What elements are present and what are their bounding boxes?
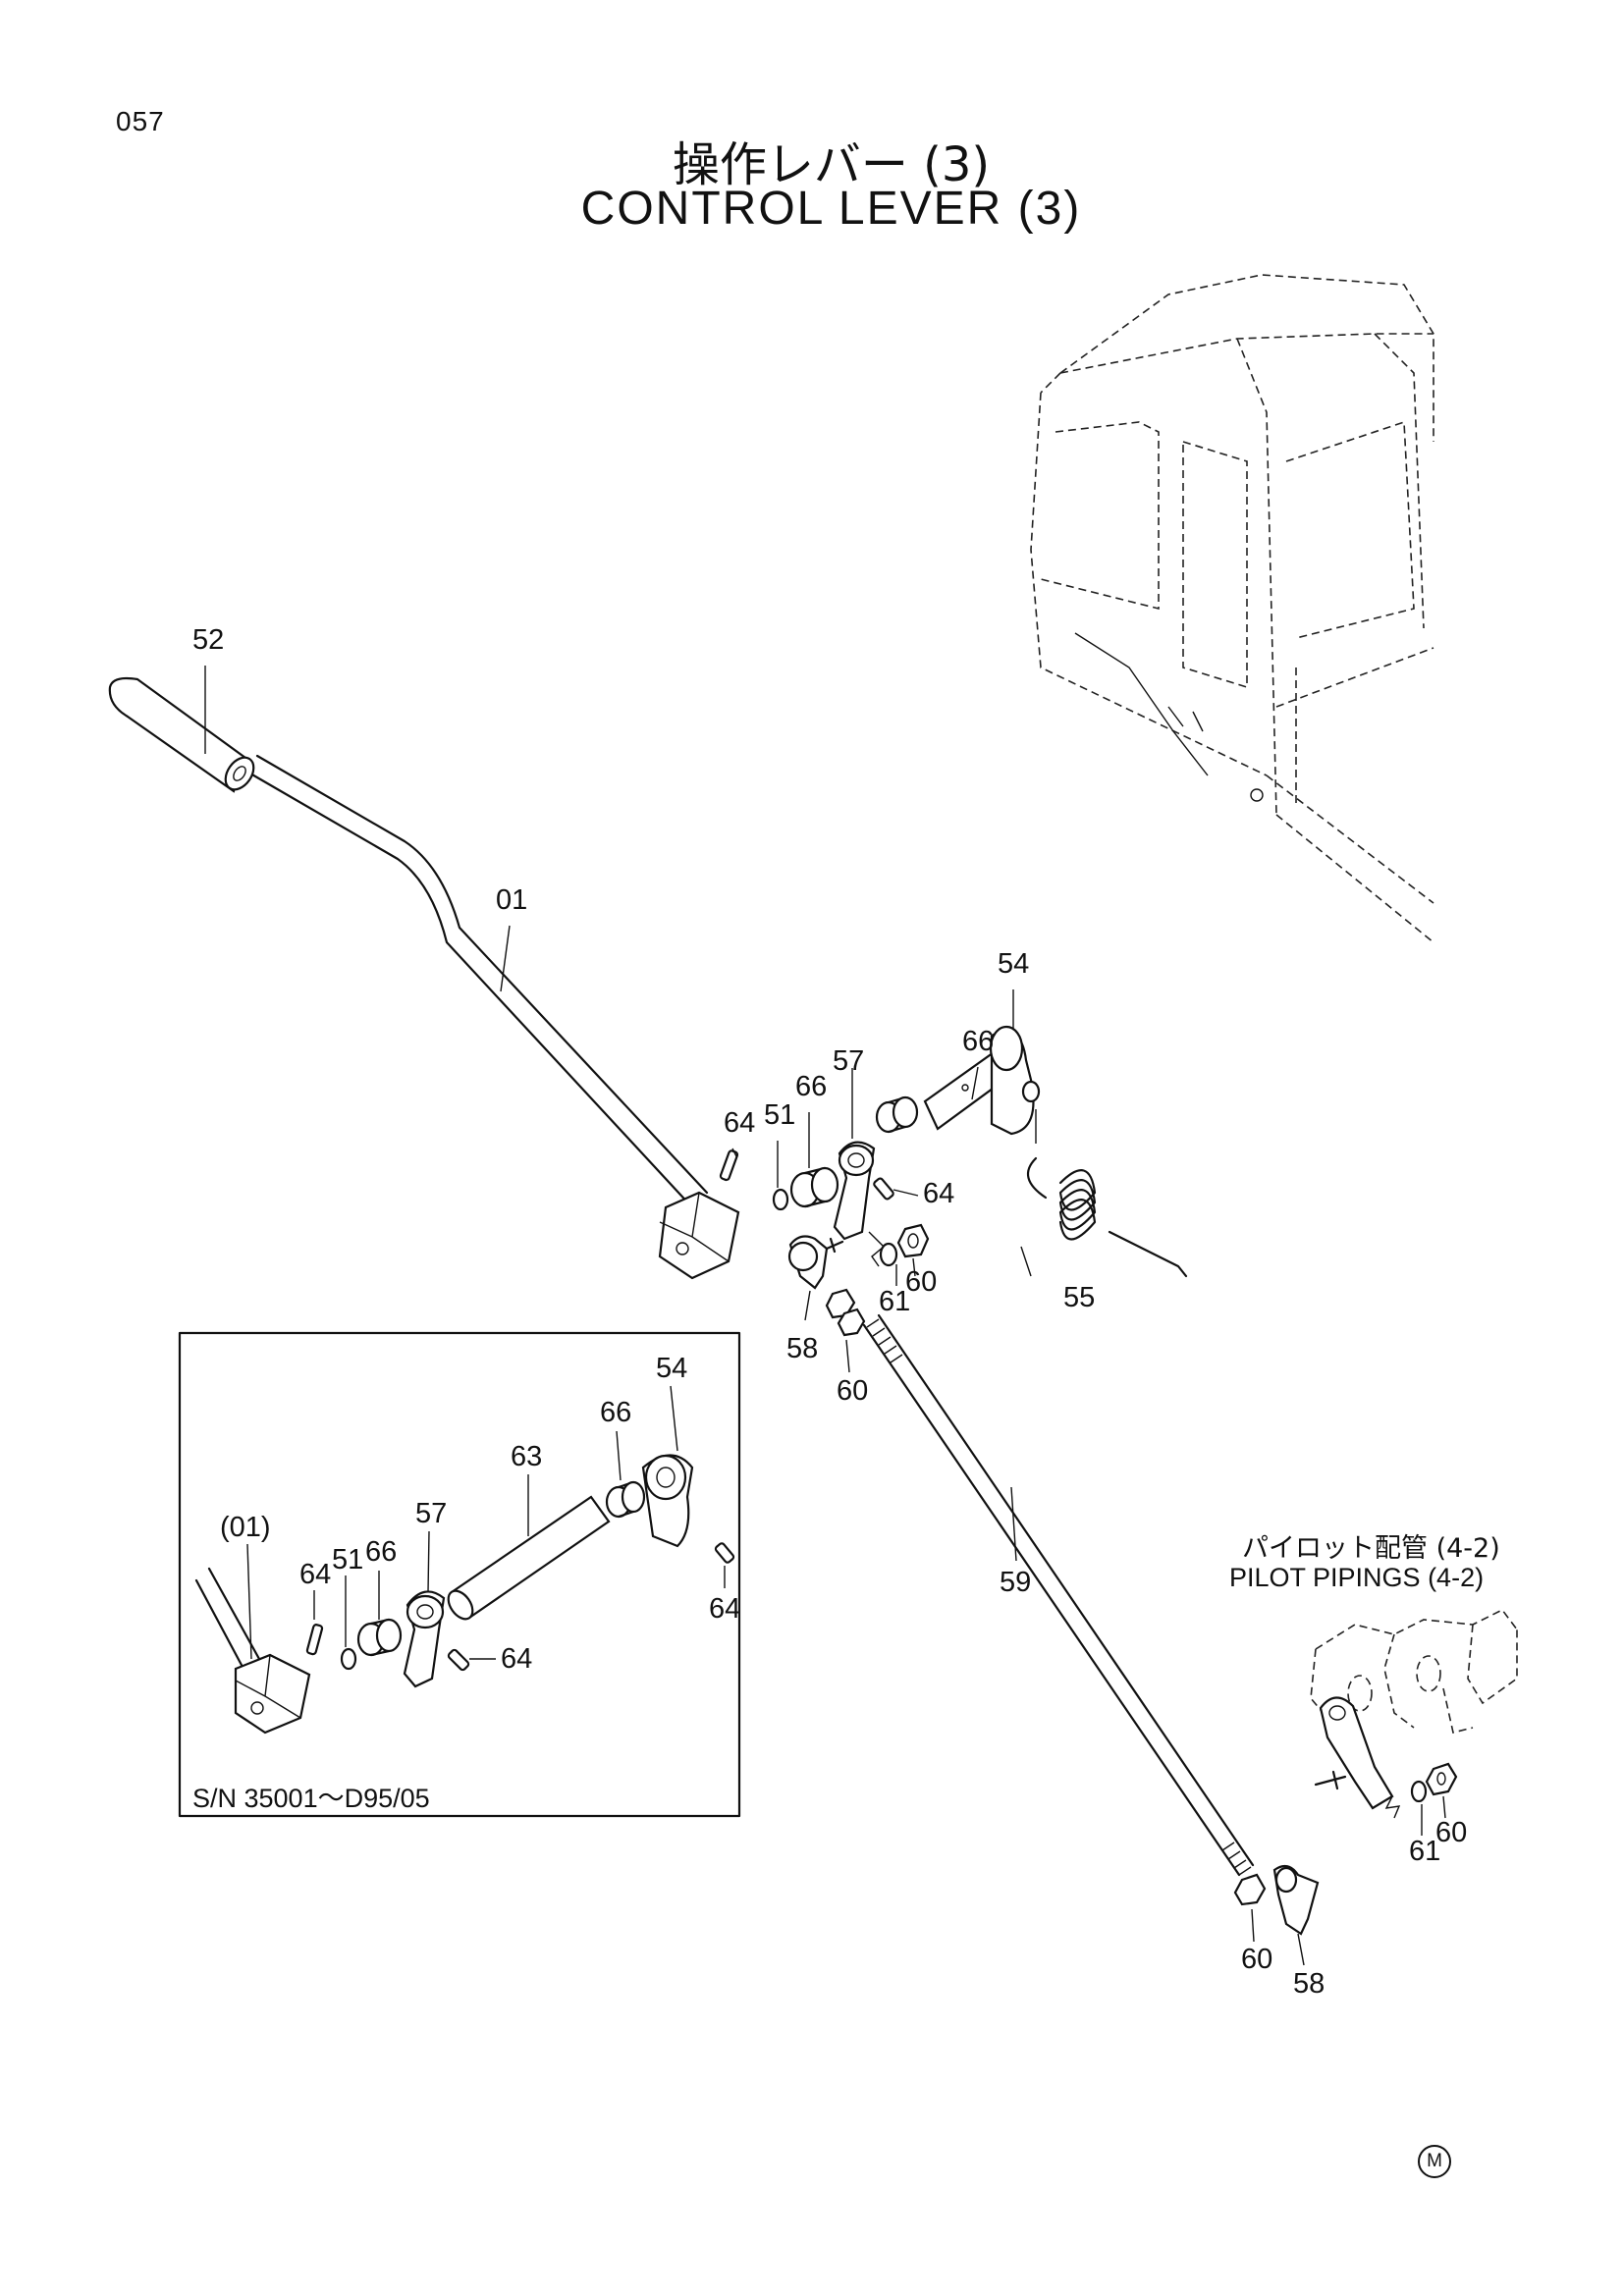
washer-51-upper	[772, 1188, 789, 1211]
callout-66-upper-right: 66	[962, 1026, 995, 1057]
inset-bushing-66-left	[356, 1618, 403, 1657]
inset-washer-51	[340, 1647, 357, 1671]
inset-callout-63: 63	[511, 1441, 543, 1472]
inset-pin-64-mid	[447, 1648, 470, 1672]
pilot-lever-arm	[1319, 1696, 1401, 1819]
grip-52	[108, 676, 255, 793]
bushing-66-upper-right	[875, 1095, 919, 1134]
nut-60-rod-bottom	[1233, 1873, 1267, 1906]
callout-57: 57	[833, 1045, 865, 1077]
callout-58-upper: 58	[786, 1333, 819, 1364]
corner-mark: M	[1418, 2145, 1451, 2178]
pin-upper-54	[1021, 1080, 1041, 1144]
callout-60-rod: 60	[837, 1375, 869, 1407]
lever-57-upper	[833, 1141, 876, 1241]
lockwasher-61-lower	[1410, 1780, 1428, 1803]
callout-60-lower-rod: 60	[1241, 1944, 1273, 1975]
callout-60-lower: 60	[1435, 1817, 1468, 1848]
callout-60-upper: 60	[905, 1266, 938, 1298]
inset-callout-51: 51	[332, 1544, 364, 1575]
inset-callout-57: 57	[415, 1498, 448, 1529]
inset-callout-64-left: 64	[299, 1559, 332, 1590]
callout-54: 54	[998, 948, 1030, 980]
pin-64-upper-right	[873, 1177, 894, 1201]
rod-59	[862, 1313, 1255, 1877]
callout-58-lower: 58	[1293, 1968, 1325, 2000]
callout-55: 55	[1063, 1282, 1096, 1313]
callout-52: 52	[192, 624, 225, 656]
title-english: CONTROL LEVER (3)	[580, 183, 1082, 235]
inset-pin-64-left	[305, 1624, 324, 1656]
leader-lines	[204, 666, 1032, 1562]
callout-64-upper-left: 64	[724, 1107, 756, 1139]
ball-joint-58-upper	[787, 1235, 844, 1290]
inset-callout-66-left: 66	[365, 1536, 398, 1568]
inset-callout-54: 54	[656, 1353, 688, 1384]
nut-60-lower	[1425, 1762, 1458, 1796]
cab-outline	[1030, 274, 1434, 943]
ball-joint-58-lower	[1272, 1770, 1347, 1936]
inset-callout-64-mid: 64	[501, 1643, 533, 1675]
lever-rod-01	[248, 754, 709, 1209]
page-number: 057	[116, 106, 165, 136]
inset-bushing-66-right	[605, 1480, 646, 1519]
inset-shaft-63	[447, 1495, 611, 1621]
nut-60-rod-top	[825, 1288, 866, 1337]
inset-lever-57	[403, 1590, 446, 1688]
inset-arm-54	[641, 1454, 694, 1548]
inset-caption: S/N 35001～D95/05	[192, 1784, 430, 1813]
callout-61-lower: 61	[1409, 1836, 1441, 1867]
inset-lever-01	[194, 1567, 311, 1735]
callout-66-upper-left: 66	[795, 1071, 828, 1102]
shaft-arm-54-upper	[923, 1025, 1035, 1136]
callout-51: 51	[764, 1099, 796, 1131]
lever-block	[658, 1191, 740, 1280]
callout-64-upper-right: 64	[923, 1178, 955, 1209]
callout-01: 01	[496, 884, 528, 916]
reference-english: PILOT PIPINGS (4-2)	[1229, 1563, 1485, 1592]
inset-callout-01: (01)	[220, 1512, 271, 1543]
inset-pin-64-right	[714, 1542, 735, 1564]
lockwasher-61-upper	[868, 1231, 898, 1267]
callout-61-upper: 61	[879, 1286, 911, 1317]
bushing-66-upper-left	[789, 1166, 839, 1208]
inset-callout-66-right: 66	[600, 1397, 632, 1428]
inset-leader-lines	[246, 1385, 726, 1660]
nut-60-upper	[896, 1223, 930, 1258]
inset-callout-64-right: 64	[709, 1593, 741, 1625]
inset-frame	[178, 1331, 741, 1818]
title-japanese: 操作レバー (3)	[672, 137, 991, 192]
reference-japanese: パイロット配管 (4-2)	[1242, 1533, 1500, 1564]
callout-59: 59	[1000, 1567, 1032, 1598]
spring-55	[1026, 1156, 1188, 1278]
pilot-leader-lines	[1251, 1795, 1446, 1966]
